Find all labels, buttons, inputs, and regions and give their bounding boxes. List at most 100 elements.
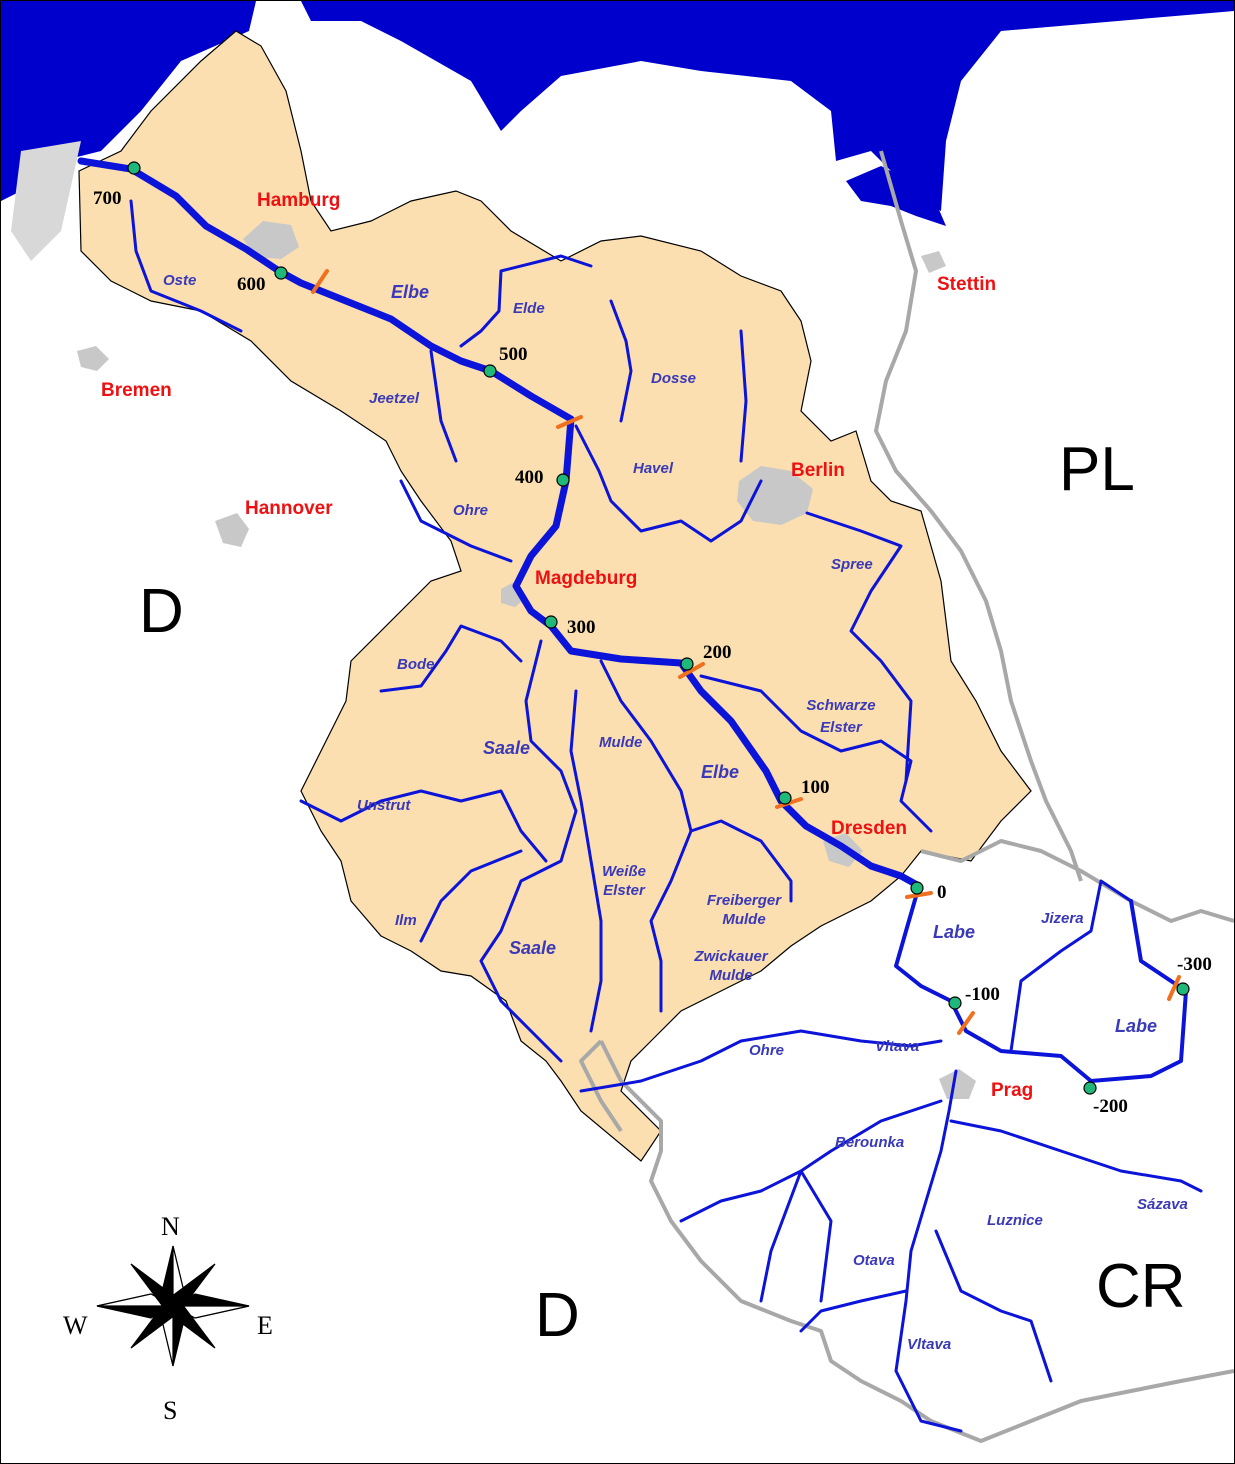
section-boundary-icon <box>556 415 583 429</box>
compass-north-label: N <box>161 1212 180 1241</box>
compass-west-label: W <box>63 1311 88 1340</box>
gauge-station-icon <box>910 881 924 895</box>
gauge-station-icon <box>778 791 792 805</box>
km-label: 300 <box>567 617 596 638</box>
river-label: Schwarze Elster <box>806 697 876 736</box>
baltic-sea <box>301 1 1234 211</box>
freiberger-mulde <box>689 819 793 903</box>
gauge-station-icon <box>556 473 570 487</box>
stettin-area <box>921 251 946 273</box>
km-label: -200 <box>1093 1096 1128 1117</box>
river-label: Unstrut <box>357 797 411 814</box>
river-label: Zwickauer Mulde <box>694 948 768 984</box>
km-label: 200 <box>703 642 732 663</box>
river-label: Spree <box>831 556 873 573</box>
otava <box>799 1289 908 1333</box>
section-boundary-icon <box>905 891 933 899</box>
jeetzel <box>429 349 458 463</box>
gauge-station-icon <box>948 996 962 1010</box>
city-label: Stettin <box>937 274 997 295</box>
km-label: -300 <box>1177 954 1212 975</box>
gauge-station-icon <box>483 364 497 378</box>
country-borders <box>579 150 1234 1443</box>
km-label: 100 <box>801 777 830 798</box>
city-label: Prag <box>991 1080 1034 1101</box>
compass-rose-icon <box>96 1245 250 1367</box>
river-label: Freiberger Mulde <box>706 892 782 928</box>
city-label: Berlin <box>791 460 845 481</box>
country-label: PL <box>1059 435 1135 504</box>
river-label: Jizera <box>1041 910 1084 927</box>
river-label: Vltava <box>875 1038 920 1055</box>
gauge-station-icon <box>544 615 558 629</box>
river-label: Labe <box>1115 1016 1158 1036</box>
gauge-station-icon <box>127 161 141 175</box>
km-label: 600 <box>237 274 266 295</box>
dosse <box>609 299 633 423</box>
country-label: D <box>535 1281 580 1350</box>
section-boundary-icon <box>1167 975 1181 1001</box>
gauge-station-icon <box>1176 982 1190 996</box>
unstrut <box>299 789 548 863</box>
river-label: Vltava <box>907 1336 952 1353</box>
elbe-basin <box>78 30 1032 1162</box>
city-areas <box>77 221 976 1099</box>
oste <box>129 199 243 333</box>
labe-main <box>894 884 1188 1083</box>
gauge-stations <box>127 161 1190 1095</box>
river-label: Ohre <box>453 502 489 519</box>
compass-east-label: E <box>257 1311 273 1340</box>
bode <box>379 624 523 693</box>
river-label: Saale <box>509 938 557 958</box>
ilm <box>419 849 523 943</box>
berounka <box>679 1099 943 1303</box>
gauge-station-icon <box>680 657 694 671</box>
river-label: Elbe <box>391 282 430 302</box>
city-label: Hannover <box>245 498 333 519</box>
spree <box>805 511 913 783</box>
magdeburg-area <box>501 581 527 607</box>
river-label: Luznice <box>987 1212 1043 1229</box>
ohre-de <box>399 479 513 563</box>
ohre-cz <box>579 1029 943 1093</box>
weisse-elster <box>569 689 603 1033</box>
km-label: 700 <box>93 188 122 209</box>
river-label: Ohre <box>749 1042 785 1059</box>
km-label: 500 <box>499 344 528 365</box>
section-boundaries <box>311 269 1181 1035</box>
vltava <box>894 1069 963 1433</box>
river-label: Havel <box>633 460 674 477</box>
section-boundary-icon <box>678 662 705 679</box>
river-label: Otava <box>853 1252 895 1269</box>
city-label: Dresden <box>831 818 908 839</box>
gauge-station-icon <box>1083 1081 1097 1095</box>
river-label: Bode <box>397 656 435 673</box>
saale <box>479 639 578 1063</box>
hamburg-area <box>243 221 299 259</box>
km-label: -100 <box>965 984 1000 1005</box>
havel <box>574 329 763 543</box>
lagoon <box>846 166 946 226</box>
section-boundary-icon <box>957 1011 975 1035</box>
gauge-station-icon <box>274 266 288 280</box>
river-label: Sázava <box>1137 1196 1188 1213</box>
city-label: Hamburg <box>257 190 341 211</box>
jizera <box>1009 879 1133 1053</box>
river-label: Elde <box>513 300 545 317</box>
luznice <box>934 1229 1053 1383</box>
bremen-area <box>77 346 109 371</box>
river-label: Jeetzel <box>369 390 420 407</box>
berlin-area <box>737 466 813 525</box>
river-label: Mulde <box>599 734 643 751</box>
river-label: Oste <box>163 272 197 289</box>
river-label: Berounka <box>835 1134 905 1151</box>
sazava <box>949 1119 1203 1193</box>
river-label: Elbe <box>701 762 740 782</box>
country-label: D <box>139 577 184 646</box>
km-label: 0 <box>937 882 947 903</box>
city-label: Magdeburg <box>535 568 638 589</box>
river-label: Dosse <box>651 370 697 387</box>
km-label: 400 <box>515 467 544 488</box>
